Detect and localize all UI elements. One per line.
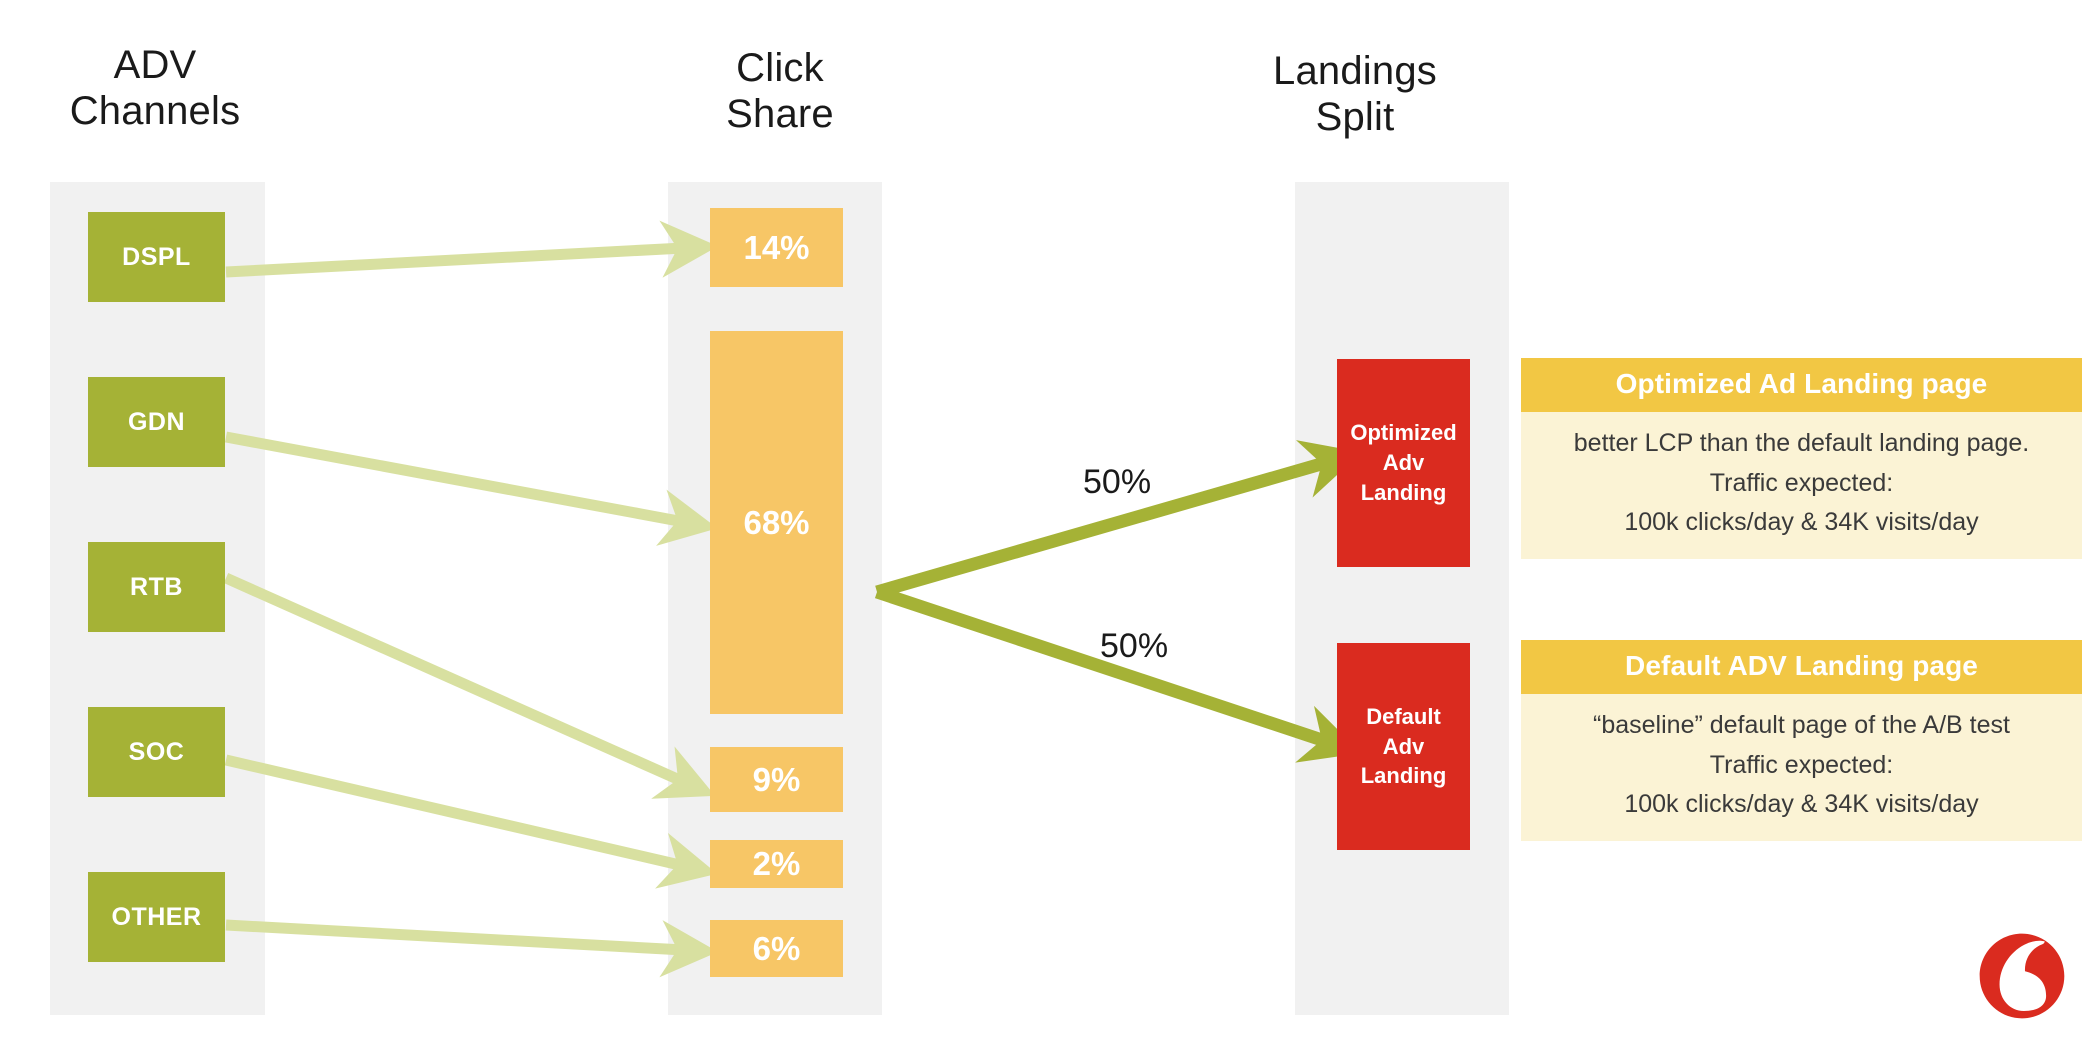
adv-channel-box[interactable]: RTB: [88, 542, 225, 632]
landing-box-default[interactable]: Default Adv Landing: [1337, 643, 1470, 850]
click-share-bar[interactable]: 68%: [710, 331, 843, 714]
click-share-bar[interactable]: 2%: [710, 840, 843, 888]
adv-channel-label: GDN: [127, 407, 186, 436]
adv-channel-box[interactable]: SOC: [88, 707, 225, 797]
arrow-soc-to-2: [224, 754, 718, 889]
click-share-value: 14%: [743, 228, 810, 266]
info-card-header: Optimized Ad Landing page: [1521, 358, 2082, 412]
adv-channel-box[interactable]: OTHER: [88, 872, 225, 962]
info-card-optimized: Optimized Ad Landing page better LCP tha…: [1521, 358, 2082, 559]
click-share-bar[interactable]: 6%: [710, 920, 843, 977]
info-card-body: “baseline” default page of the A/B test …: [1521, 694, 2082, 841]
click-share-bar[interactable]: 14%: [710, 208, 843, 287]
adv-channel-box[interactable]: DSPL: [88, 212, 225, 302]
arrow-other-to-6: [225, 919, 719, 978]
click-share-bar[interactable]: 9%: [710, 747, 843, 812]
adv-channel-box[interactable]: GDN: [88, 377, 225, 467]
arrow-rtb-to-9: [223, 572, 716, 799]
click-share-value: 2%: [752, 845, 801, 882]
landing-box-label: Optimized Adv Landing: [1350, 420, 1457, 505]
arrow-gdn-to-68: [224, 431, 718, 546]
info-card-default: Default ADV Landing page “baseline” defa…: [1521, 640, 2082, 841]
click-share-title: Click Share: [726, 46, 834, 136]
vodafone-logo-icon: [1979, 933, 2065, 1019]
landings-split-column-band: [1295, 182, 1509, 1015]
adv-channel-label: OTHER: [111, 902, 202, 931]
click-share-value: 68%: [743, 503, 810, 541]
landing-box-label: Default Adv Landing: [1360, 703, 1447, 789]
landings-split-title: Landings Split: [1273, 49, 1437, 139]
info-card-header: Default ADV Landing page: [1521, 640, 2082, 694]
adv-channels-title: ADV Channels: [69, 43, 241, 133]
landing-box-optimized[interactable]: Optimized Adv Landing: [1337, 359, 1470, 567]
arrow-split-to-default: [874, 585, 1362, 763]
split-percent-label: 50%: [1083, 463, 1152, 501]
adv-channel-label: SOC: [128, 737, 185, 766]
arrow-dspl-to-14: [225, 220, 719, 278]
split-percent-label: 50%: [1100, 627, 1169, 665]
info-card-body: better LCP than the default landing page…: [1521, 412, 2082, 559]
adv-channel-label: RTB: [130, 572, 183, 601]
click-share-value: 9%: [752, 760, 801, 798]
adv-channel-label: DSPL: [122, 242, 191, 271]
click-share-value: 6%: [752, 929, 801, 967]
